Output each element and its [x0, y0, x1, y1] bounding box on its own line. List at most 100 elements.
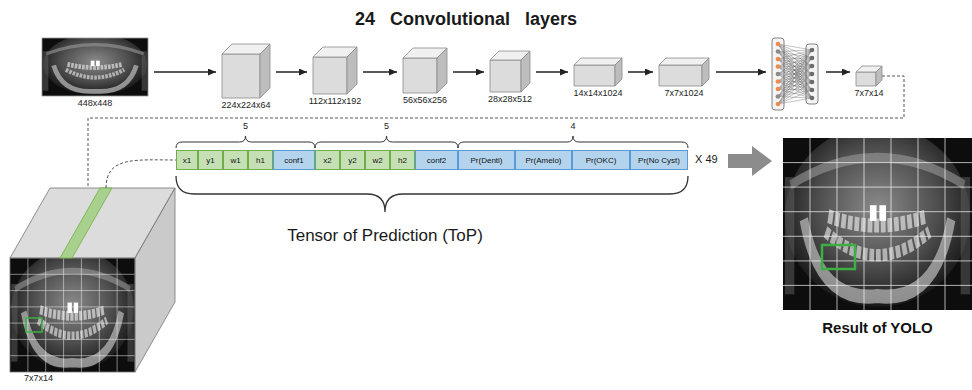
curly-brace: [176, 136, 688, 212]
result-xray-image: [783, 125, 972, 310]
result-xray-image: [810, 138, 811, 310]
neuron-dot: [810, 72, 815, 77]
fc-connection: [778, 44, 812, 90]
neuron-dot: [810, 88, 815, 93]
result-xray-image: [783, 260, 972, 261]
output-tensor-box: [135, 188, 175, 372]
feature-map-cube: 14x14x1024: [574, 58, 622, 86]
cube-face: [574, 58, 622, 65]
cube-face: [490, 60, 521, 92]
fc-connection: [778, 74, 812, 104]
neuron-dot: [776, 42, 781, 47]
cube-face: [260, 44, 270, 98]
input-xray-image: [42, 38, 148, 96]
result-xray-image: [783, 211, 972, 212]
cube-face: [574, 65, 615, 86]
output-tensor-box: [117, 258, 118, 372]
tensor-cell: Pr(Denti): [458, 150, 515, 170]
cell-label: h2: [398, 156, 407, 165]
cube-shape: [574, 58, 622, 86]
cell-label: y2: [348, 156, 356, 165]
output-tensor-box: [99, 258, 100, 372]
result-xray-image: [864, 138, 865, 310]
dimension-label: 7x7x14: [854, 89, 883, 99]
diagram-title: 24 Convolutional layers: [216, 9, 716, 30]
feature-map-cube: 224x224x64: [222, 44, 270, 98]
cube-shape: [856, 66, 882, 86]
cell-label: x1: [183, 156, 191, 165]
cube-face: [876, 66, 882, 86]
output-tensor-box: [10, 306, 135, 307]
output-tensor-box: [60, 188, 112, 258]
layer-arrow: [716, 71, 766, 73]
layer-arrow: [716, 72, 850, 73]
cube-shape: [313, 47, 357, 94]
feature-map-cube: 112x112x192: [313, 47, 357, 94]
output-tensor-box: [10, 258, 135, 372]
feature-map-cube: 7x7x14: [856, 66, 882, 86]
tensor-cell: h1: [248, 150, 273, 170]
dimension-label: 224x224x64: [221, 101, 270, 111]
feature-map-cube: 28x28x512: [490, 51, 530, 92]
cube-face: [856, 72, 876, 86]
fc-connection: [778, 67, 812, 99]
output-tensor-box: [10, 339, 135, 340]
cube-face: [222, 54, 260, 98]
tensor-cell: y2: [340, 150, 365, 170]
layer-arrow: [628, 71, 653, 73]
cube-face: [437, 48, 447, 93]
cell-label: conf2: [427, 156, 447, 165]
cube-face: [702, 58, 709, 86]
cell-label: Pr(No Cyst): [638, 156, 680, 165]
fc-connection: [778, 82, 812, 97]
cube-shape: [659, 58, 709, 86]
block-arrow: [728, 146, 772, 176]
block-arrow: [728, 146, 772, 176]
neuron-dot: [776, 94, 781, 99]
output-tensor-box: [10, 323, 135, 324]
output-tensor-box: [10, 274, 135, 275]
tensor-cell: y1: [198, 150, 223, 170]
dimension-label: 56x56x256: [403, 96, 447, 106]
fc-connection: [778, 82, 812, 104]
layer-arrow: [536, 71, 568, 73]
cube-shape: [403, 48, 447, 93]
result-xray-image: [837, 138, 838, 310]
feature-map-cube: 7x7x1024: [659, 58, 709, 86]
fc-connection: [778, 50, 812, 89]
layer-arrow: [276, 71, 307, 73]
repeat-count: X 49: [695, 153, 718, 166]
tensor-caption: Tensor of Prediction (ToP): [287, 226, 483, 246]
fc-connection: [778, 66, 812, 82]
fc-connection: [778, 89, 812, 98]
cube-shape: [222, 44, 270, 98]
neuron-dot: [810, 80, 815, 85]
neuron-dot: [776, 64, 781, 69]
cube-face: [659, 65, 702, 86]
cube-face: [615, 58, 622, 86]
dashed-connector: [106, 160, 176, 188]
cube-shape: [490, 51, 530, 92]
result-xray-image: [945, 138, 946, 310]
tensor-cell: conf2: [415, 150, 458, 170]
output-tensor-box: [10, 290, 135, 291]
fc-connection: [778, 74, 812, 90]
tensor-cell: conf1: [273, 150, 315, 170]
layer-arrow: [826, 71, 850, 73]
output-tensor-box: [10, 250, 135, 372]
tensor-cell: x1: [176, 150, 198, 170]
fc-connection: [778, 44, 812, 98]
fc-connection: [778, 67, 812, 91]
layer-arrow: [363, 71, 397, 73]
feature-map-cube: 56x56x256: [403, 48, 447, 93]
result-xray-image: [783, 187, 972, 188]
dimension-label: 7x7x1024: [664, 89, 703, 99]
fc-connection: [778, 74, 812, 82]
dimension-label: 14x14x1024: [573, 89, 622, 99]
neuron-dot: [810, 96, 815, 101]
result-xray-image: [783, 236, 972, 237]
cell-label: w1: [230, 156, 240, 165]
fc-connection: [778, 67, 812, 83]
fc-connection: [778, 74, 812, 89]
curly-brace: [315, 136, 458, 148]
